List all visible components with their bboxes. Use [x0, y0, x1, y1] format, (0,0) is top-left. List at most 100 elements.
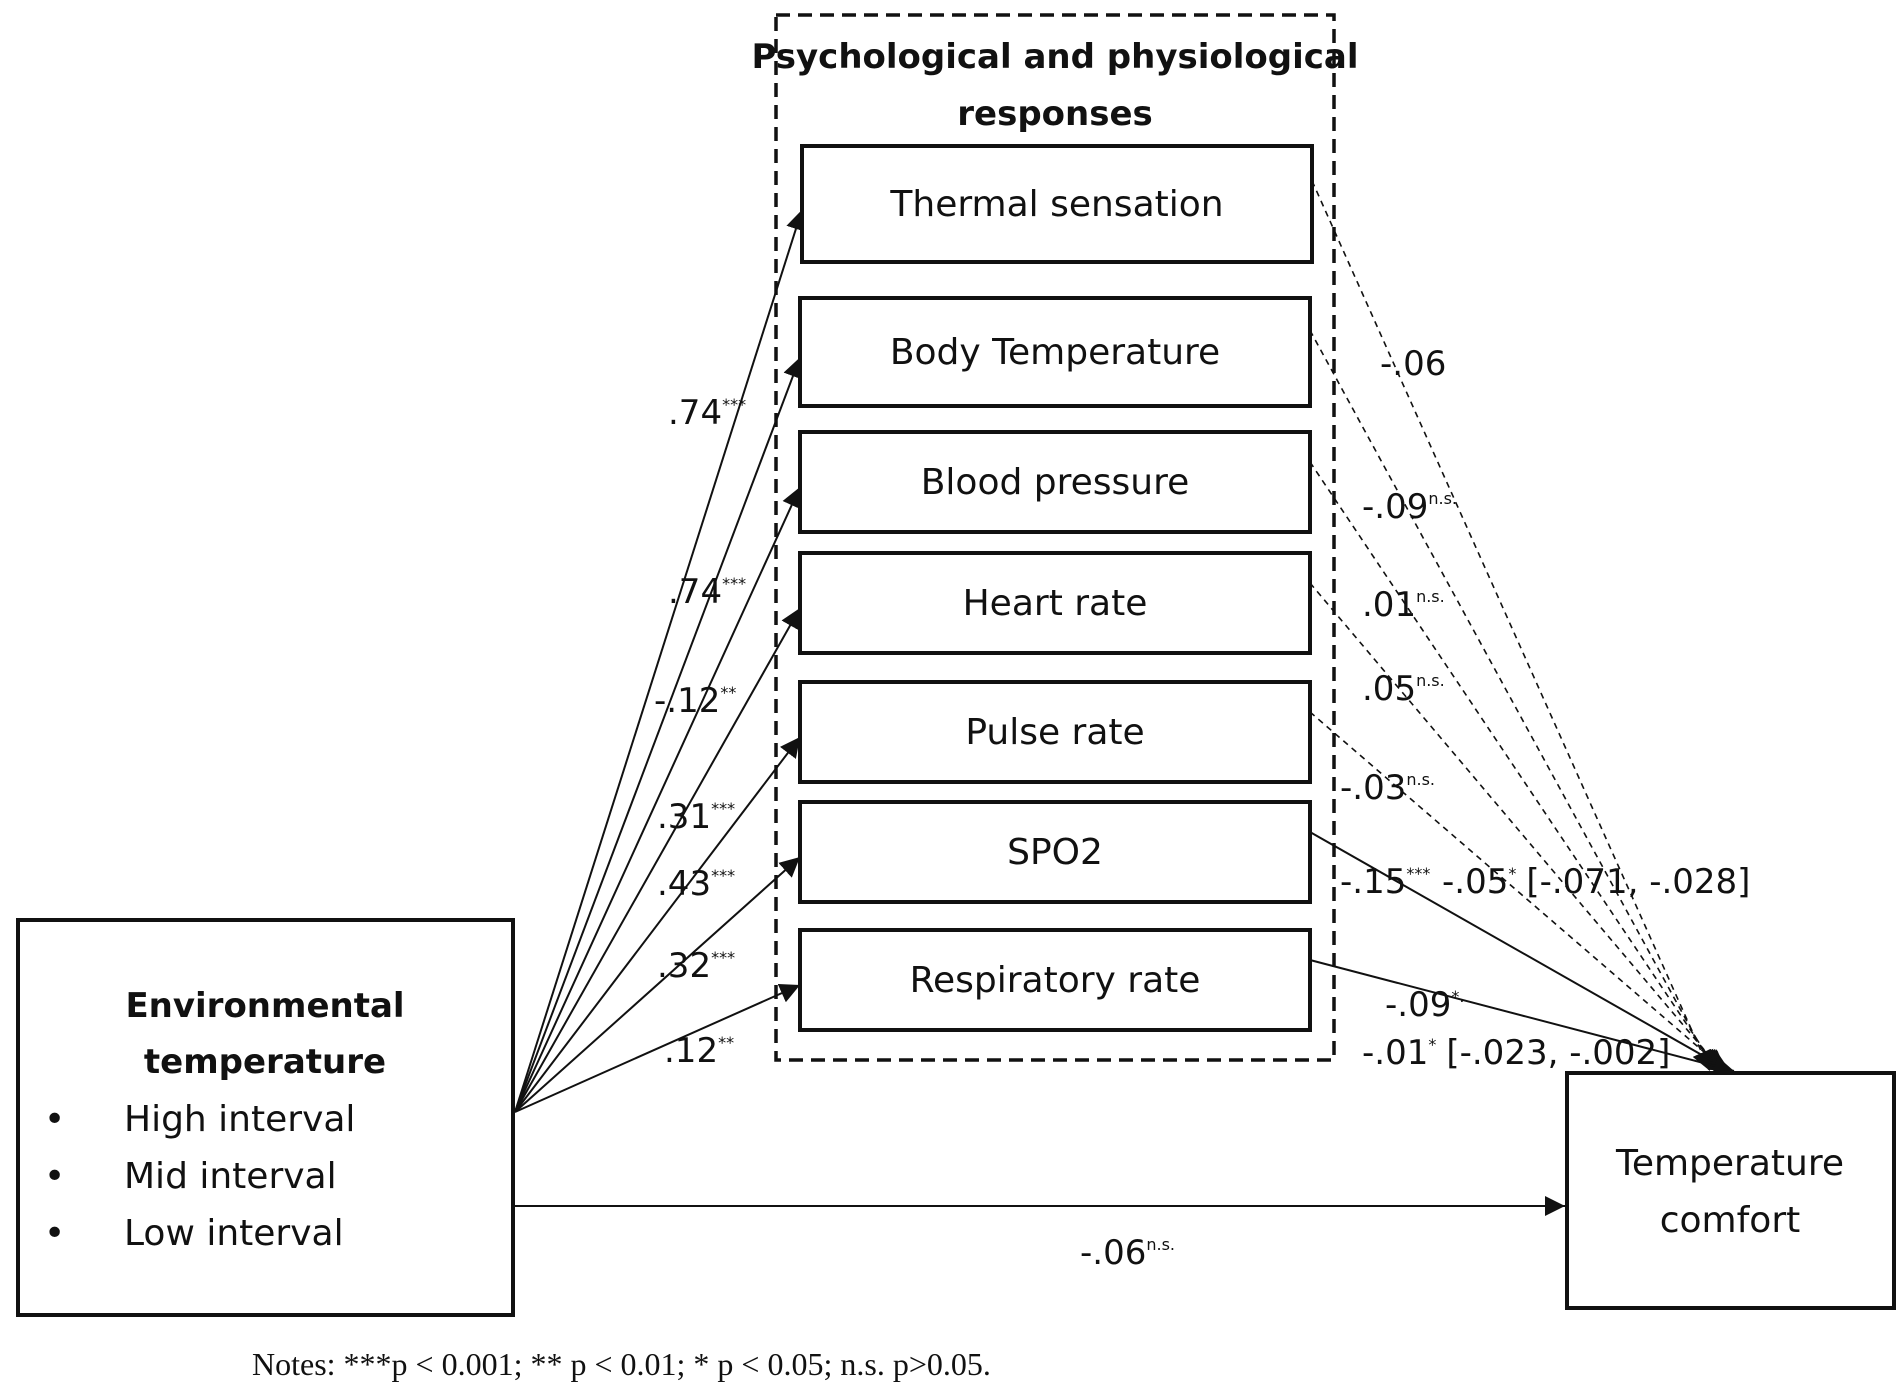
- mediator-box-pulse-rate: Pulse rate: [798, 680, 1312, 784]
- a-coef-sig: ***: [722, 395, 746, 414]
- a-coef-value: .32: [657, 946, 711, 986]
- predictor-item-label: Mid interval: [124, 1156, 337, 1197]
- mediator-frame: [798, 680, 1312, 784]
- b-coef-value: -.09: [1362, 487, 1428, 527]
- mediator-label: Respiratory rate: [910, 960, 1201, 1001]
- b-coef-sig: n.s.: [1428, 489, 1457, 508]
- predictor-box: [16, 918, 515, 1317]
- a-coef-value: .74: [668, 572, 722, 612]
- a-coef-body-temp: .74***: [668, 572, 746, 612]
- a-coef-value: -.12: [654, 681, 720, 721]
- b-coef-value: -.09: [1385, 985, 1451, 1025]
- outcome-label-line1: Temperature: [1615, 1143, 1844, 1184]
- a-arrow-thermal: [514, 209, 806, 1113]
- b-coef-value: .05: [1362, 669, 1416, 709]
- mediator-label: Blood pressure: [921, 462, 1190, 503]
- mediator-label: Heart rate: [963, 583, 1148, 624]
- a-arrow-pulse-rate: [514, 736, 801, 1113]
- group-title-line1: Psychological and physiological: [751, 37, 1358, 77]
- b-coef-pulse-rate: -.03n.s.: [1340, 768, 1435, 808]
- b-coef-heart-rate: .05n.s.: [1362, 669, 1445, 709]
- mediator-frame: [798, 928, 1312, 1032]
- a-coef-sig: ***: [711, 866, 735, 885]
- indirect-spo2-value: -.05: [1442, 862, 1508, 902]
- indirect-respiratory-sig: *: [1428, 1035, 1436, 1054]
- mediator-box-body-temp: Body Temperature: [798, 296, 1312, 408]
- b-coef-spo2: -.15***: [1340, 862, 1430, 902]
- a-path-arrows: [514, 209, 806, 1113]
- predictor-title-line2: temperature: [144, 1042, 386, 1082]
- mediator-frame: [798, 551, 1312, 655]
- notes: Notes: ***p < 0.001; ** p < 0.01; * p < …: [252, 1346, 991, 1382]
- b-coef-sig: *.: [1451, 987, 1464, 1006]
- indirect-spo2-ci: [-.071, -.028]: [1526, 862, 1750, 902]
- mediator-frame: [798, 296, 1312, 408]
- predictor-title-line1: Environmental: [125, 986, 404, 1026]
- a-coef-respiratory: .12**: [664, 1031, 734, 1071]
- b-arrow-body-temp: [1309, 330, 1715, 1072]
- outcome-label-line2: comfort: [1660, 1200, 1801, 1241]
- bullet-icon: •: [44, 1156, 65, 1197]
- b-coef-value: -.06: [1380, 344, 1446, 384]
- b-arrow-respiratory: [1309, 959, 1735, 1076]
- mediator-box-spo2: SPO2: [798, 800, 1312, 904]
- b-path-arrows: [1309, 180, 1735, 1076]
- mediator-box-respiratory: Respiratory rate: [798, 928, 1312, 1032]
- a-coef-value: .12: [664, 1031, 718, 1071]
- b-coef-thermal: -.06: [1380, 344, 1446, 384]
- a-arrow-spo2: [514, 856, 801, 1113]
- b-coef-blood-pressure: .01n.s.: [1362, 585, 1445, 625]
- predictor-item-high: • High interval: [44, 1099, 355, 1140]
- indirect-effect-respiratory: -.01* [-.023, -.002]: [1362, 1033, 1670, 1073]
- b-coef-respiratory: -.09*.: [1385, 985, 1464, 1025]
- predictor-item-label: Low interval: [124, 1213, 344, 1254]
- outcome-box: [1565, 1071, 1896, 1310]
- direct-effect-coefficient: -.06n.s.: [1080, 1233, 1175, 1273]
- a-coef-sig: ***: [711, 948, 735, 967]
- a-coef-heart-rate: .31***: [657, 797, 735, 837]
- bullet-icon: •: [44, 1213, 65, 1254]
- mediator-box-thermal: Thermal sensation: [800, 144, 1314, 264]
- predictor-item-label: High interval: [124, 1099, 355, 1140]
- group-title-line2: responses: [957, 94, 1153, 134]
- mediator-frame: [798, 430, 1312, 534]
- mediator-frame: [798, 800, 1312, 904]
- mediator-label: Body Temperature: [890, 332, 1220, 373]
- a-coef-thermal: .74***: [668, 393, 746, 433]
- a-arrow-body-temp: [514, 357, 803, 1113]
- mediator-box-blood-pressure: Blood pressure: [798, 430, 1312, 534]
- indirect-spo2-sig: *: [1508, 864, 1516, 883]
- b-arrow-blood-pressure: [1309, 461, 1719, 1072]
- indirect-respiratory-ci: [-.023, -.002]: [1446, 1033, 1670, 1073]
- a-coef-blood-pressure: -.12**: [654, 681, 736, 721]
- indirect-respiratory-value: -.01: [1362, 1033, 1428, 1073]
- a-coef-value: .74: [668, 393, 722, 433]
- indirect-effect-spo2: -.05* [-.071, -.028]: [1442, 862, 1750, 902]
- a-coef-sig: ***: [711, 799, 735, 818]
- a-arrow-respiratory: [514, 984, 801, 1113]
- a-coef-pulse-rate: .43***: [657, 864, 735, 904]
- a-coef-value: .43: [657, 864, 711, 904]
- b-arrow-spo2: [1309, 831, 1731, 1072]
- b-arrow-pulse-rate: [1309, 711, 1727, 1072]
- predictor-item-low: • Low interval: [44, 1213, 344, 1254]
- b-coef-sig: ***: [1406, 864, 1430, 883]
- a-coef-sig: ***: [722, 574, 746, 593]
- predictor-item-mid: • Mid interval: [44, 1156, 337, 1197]
- a-coef-value: .31: [657, 797, 711, 837]
- mediator-group-frame: [774, 13, 1336, 1062]
- b-coef-body-temp: -.09n.s.: [1362, 487, 1457, 527]
- a-path-coefficients: .74***.74***-.12**.31***.43***.32***.12*…: [654, 393, 746, 1071]
- a-coef-sig: **: [718, 1033, 734, 1052]
- mediator-label: SPO2: [1007, 832, 1103, 873]
- bullet-icon: •: [44, 1099, 65, 1140]
- b-path-coefficients: -.06-.09n.s..01n.s..05n.s.-.03n.s.-.15**…: [1340, 344, 1464, 1025]
- a-arrow-heart-rate: [514, 607, 801, 1113]
- a-arrow-blood-pressure: [514, 486, 801, 1113]
- a-coef-sig: **: [720, 683, 736, 702]
- b-coef-sig: n.s.: [1416, 587, 1445, 606]
- mediator-label: Thermal sensation: [889, 184, 1223, 225]
- b-arrow-heart-rate: [1309, 582, 1723, 1072]
